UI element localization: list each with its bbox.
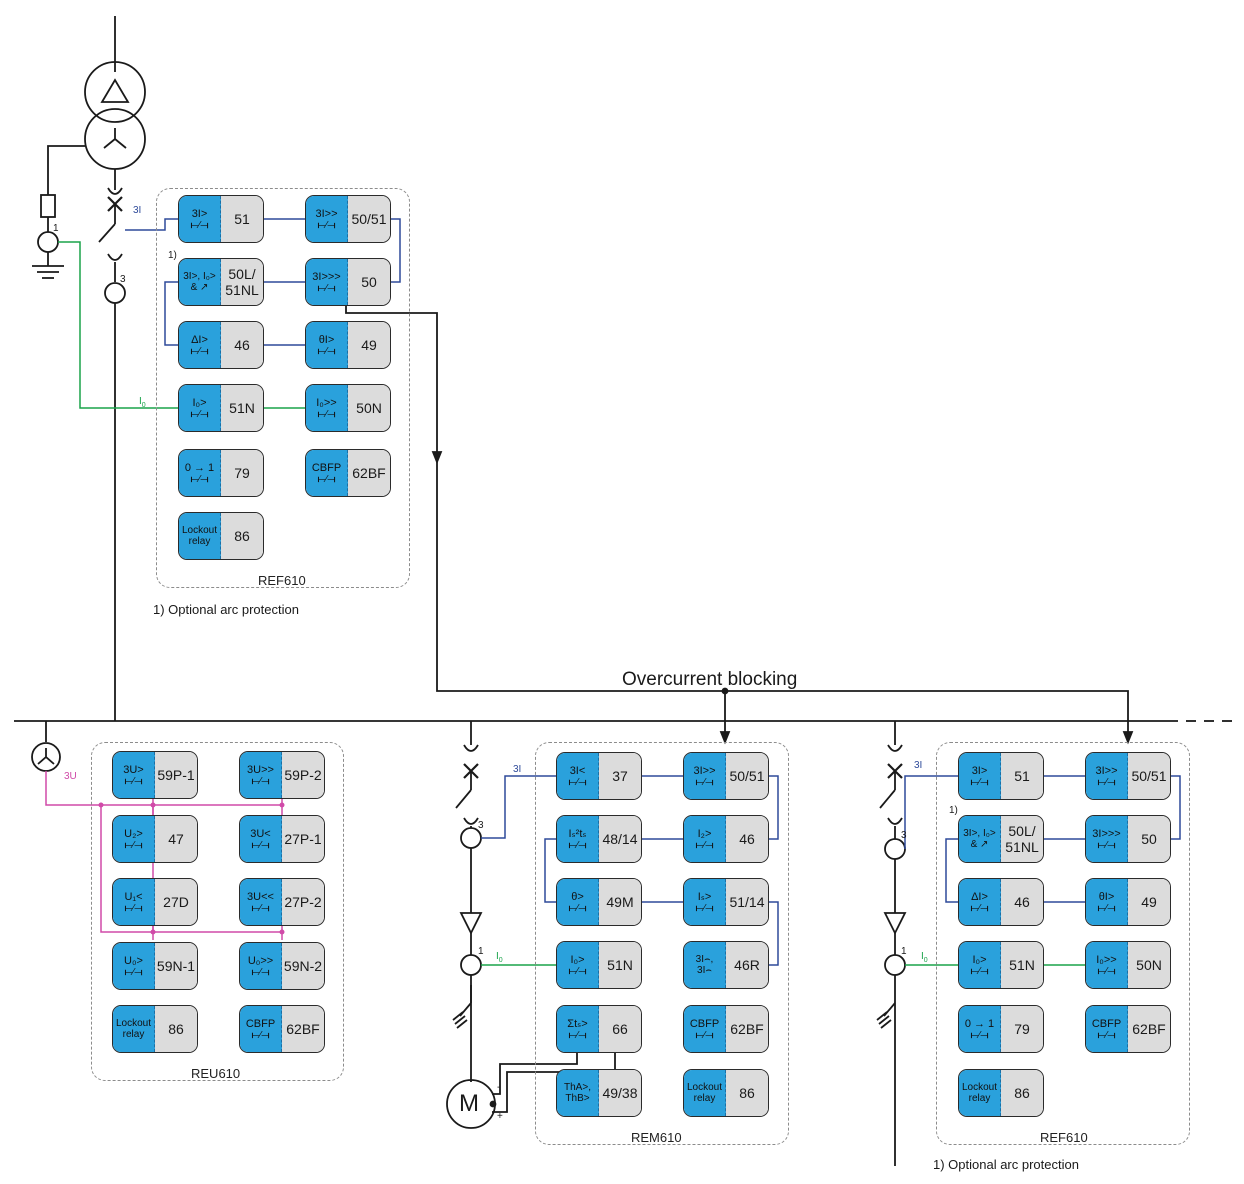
function-block: U₂>⟝⁄⟞47 bbox=[112, 815, 198, 863]
arc-protection-note: 1) Optional arc protection bbox=[933, 1157, 1079, 1172]
function-block: CBFP⟝⁄⟞62BF bbox=[1085, 1005, 1171, 1053]
function-block: 3I>>>⟝⁄⟞50 bbox=[1085, 815, 1171, 863]
function-block: Σtₛ>⟝⁄⟞66 bbox=[556, 1005, 642, 1053]
function-block: θI>⟝⁄⟞49 bbox=[1085, 878, 1171, 926]
function-block: 3I>⟝⁄⟞51 bbox=[178, 195, 264, 243]
diagram-title: Overcurrent blocking bbox=[622, 669, 798, 690]
function-block: 3I<⟝⁄⟞37 bbox=[556, 752, 642, 800]
breaker-contact bbox=[98, 223, 116, 243]
function-block: ThA>, ThB>49/38 bbox=[556, 1069, 642, 1117]
group-label-rem610: REM610 bbox=[631, 1130, 682, 1145]
function-block: I₀>>⟝⁄⟞50N bbox=[1085, 941, 1171, 989]
function-block: 0 → 1⟝⁄⟞79 bbox=[958, 1005, 1044, 1053]
function-block: CBFP⟝⁄⟞62BF bbox=[683, 1005, 769, 1053]
function-block: I₀>>⟝⁄⟞50N bbox=[305, 384, 391, 432]
function-block: ΔI>⟝⁄⟞46 bbox=[178, 321, 264, 369]
motor-minus-label: - bbox=[497, 1082, 501, 1093]
function-block: U₀>⟝⁄⟞59N-1 bbox=[112, 942, 198, 990]
three-u-label: 3U bbox=[64, 771, 77, 782]
function-block: I₀>⟝⁄⟞51N bbox=[556, 941, 642, 989]
function-block: θ>⟝⁄⟞49M bbox=[556, 878, 642, 926]
function-block: 3I>>⟝⁄⟞50/51 bbox=[683, 752, 769, 800]
function-block: U₁<⟝⁄⟞27D bbox=[112, 878, 198, 926]
ct-ratio-label: 1 bbox=[901, 946, 907, 957]
function-block: 3U>⟝⁄⟞59P-1 bbox=[112, 751, 198, 799]
function-block: 0 → 1⟝⁄⟞79 bbox=[178, 449, 264, 497]
function-block: Iₛ²tₛ⟝⁄⟞48/14 bbox=[556, 815, 642, 863]
footnote-marker: 1) bbox=[949, 805, 958, 816]
ct-ratio-label: 3 bbox=[901, 830, 907, 841]
function-block: I₀>⟝⁄⟞51N bbox=[958, 941, 1044, 989]
function-block: 3I>>⟝⁄⟞50/51 bbox=[1085, 752, 1171, 800]
function-block: 3I>>>⟝⁄⟞50 bbox=[305, 258, 391, 306]
arc-protection-note: 1) Optional arc protection bbox=[153, 602, 299, 617]
function-block: CBFP⟝⁄⟞62BF bbox=[239, 1005, 325, 1053]
function-block: 3I>⟝⁄⟞51 bbox=[958, 752, 1044, 800]
ct-ratio-label: 1 bbox=[478, 946, 484, 957]
motor-plus-label: + bbox=[497, 1111, 503, 1122]
function-block: ΔI>⟝⁄⟞46 bbox=[958, 878, 1044, 926]
function-block: CBFP⟝⁄⟞62BF bbox=[305, 449, 391, 497]
function-block: Iₛ>⟝⁄⟞51/14 bbox=[683, 878, 769, 926]
three-i-label: 3I bbox=[914, 760, 923, 771]
function-block: 3I⌢, 3I⌢46R bbox=[683, 941, 769, 989]
relay-group-ref610-top bbox=[156, 188, 410, 588]
function-block: U₀>>⟝⁄⟞59N-2 bbox=[239, 942, 325, 990]
i0-label: I0 bbox=[921, 951, 928, 964]
three-i-label: 3I bbox=[133, 205, 142, 216]
group-label-ref610: REF610 bbox=[258, 573, 306, 588]
ct-ratio-label: 3 bbox=[120, 274, 126, 285]
function-block: 3U>>⟝⁄⟞59P-2 bbox=[239, 751, 325, 799]
motor-label: M bbox=[459, 1090, 479, 1117]
function-block: 3I>, I₀> & ↗50L/ 51NL bbox=[958, 815, 1044, 863]
function-block: 3I>, I₀> & ↗50L/ 51NL bbox=[178, 258, 264, 306]
group-label-reu610: REU610 bbox=[191, 1066, 241, 1081]
function-block: 3I>>⟝⁄⟞50/51 bbox=[305, 195, 391, 243]
ct-ratio-label: 3 bbox=[478, 820, 484, 831]
i0-label: I0 bbox=[496, 951, 503, 964]
group-label-ref610: REF610 bbox=[1040, 1130, 1088, 1145]
transformer-primary-winding bbox=[84, 61, 146, 123]
function-block: 3U<⟝⁄⟞27P-1 bbox=[239, 815, 325, 863]
three-i-label: 3I bbox=[513, 764, 522, 775]
relay-group-reu610 bbox=[91, 742, 344, 1081]
function-block: I₂>⟝⁄⟞46 bbox=[683, 815, 769, 863]
current-transformer bbox=[104, 282, 126, 304]
footnote-marker: 1) bbox=[168, 250, 177, 261]
function-block: 3U<<⟝⁄⟞27P-2 bbox=[239, 878, 325, 926]
ct-ratio-label: 1 bbox=[53, 223, 59, 234]
relay-group-rem610 bbox=[535, 742, 789, 1145]
i0-label: I0 bbox=[139, 396, 146, 409]
function-block: I₀>⟝⁄⟞51N bbox=[178, 384, 264, 432]
function-block: θI>⟝⁄⟞49 bbox=[305, 321, 391, 369]
relay-group-ref610-right bbox=[936, 742, 1190, 1145]
